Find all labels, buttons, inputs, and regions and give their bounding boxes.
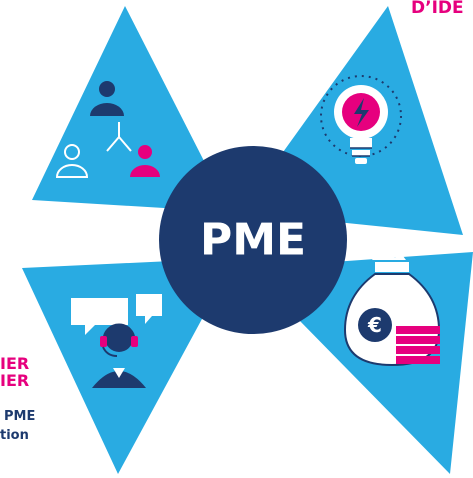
left-body-line1: PME xyxy=(4,409,36,424)
triangle-top-left xyxy=(32,6,230,212)
left-body-line2: tion xyxy=(0,428,29,443)
lightbulb-icon xyxy=(320,75,402,164)
svg-text:€: € xyxy=(367,313,382,337)
left-heading-line2: IER xyxy=(0,371,30,390)
left-heading-line1: IER xyxy=(0,354,30,373)
money-bag-icon: € xyxy=(343,251,441,367)
network-people-icon xyxy=(55,81,160,178)
center-label: PME xyxy=(199,214,307,266)
center-circle xyxy=(159,146,347,334)
support-agent-icon xyxy=(71,294,162,388)
top-right-heading: D’IDE xyxy=(411,0,464,18)
